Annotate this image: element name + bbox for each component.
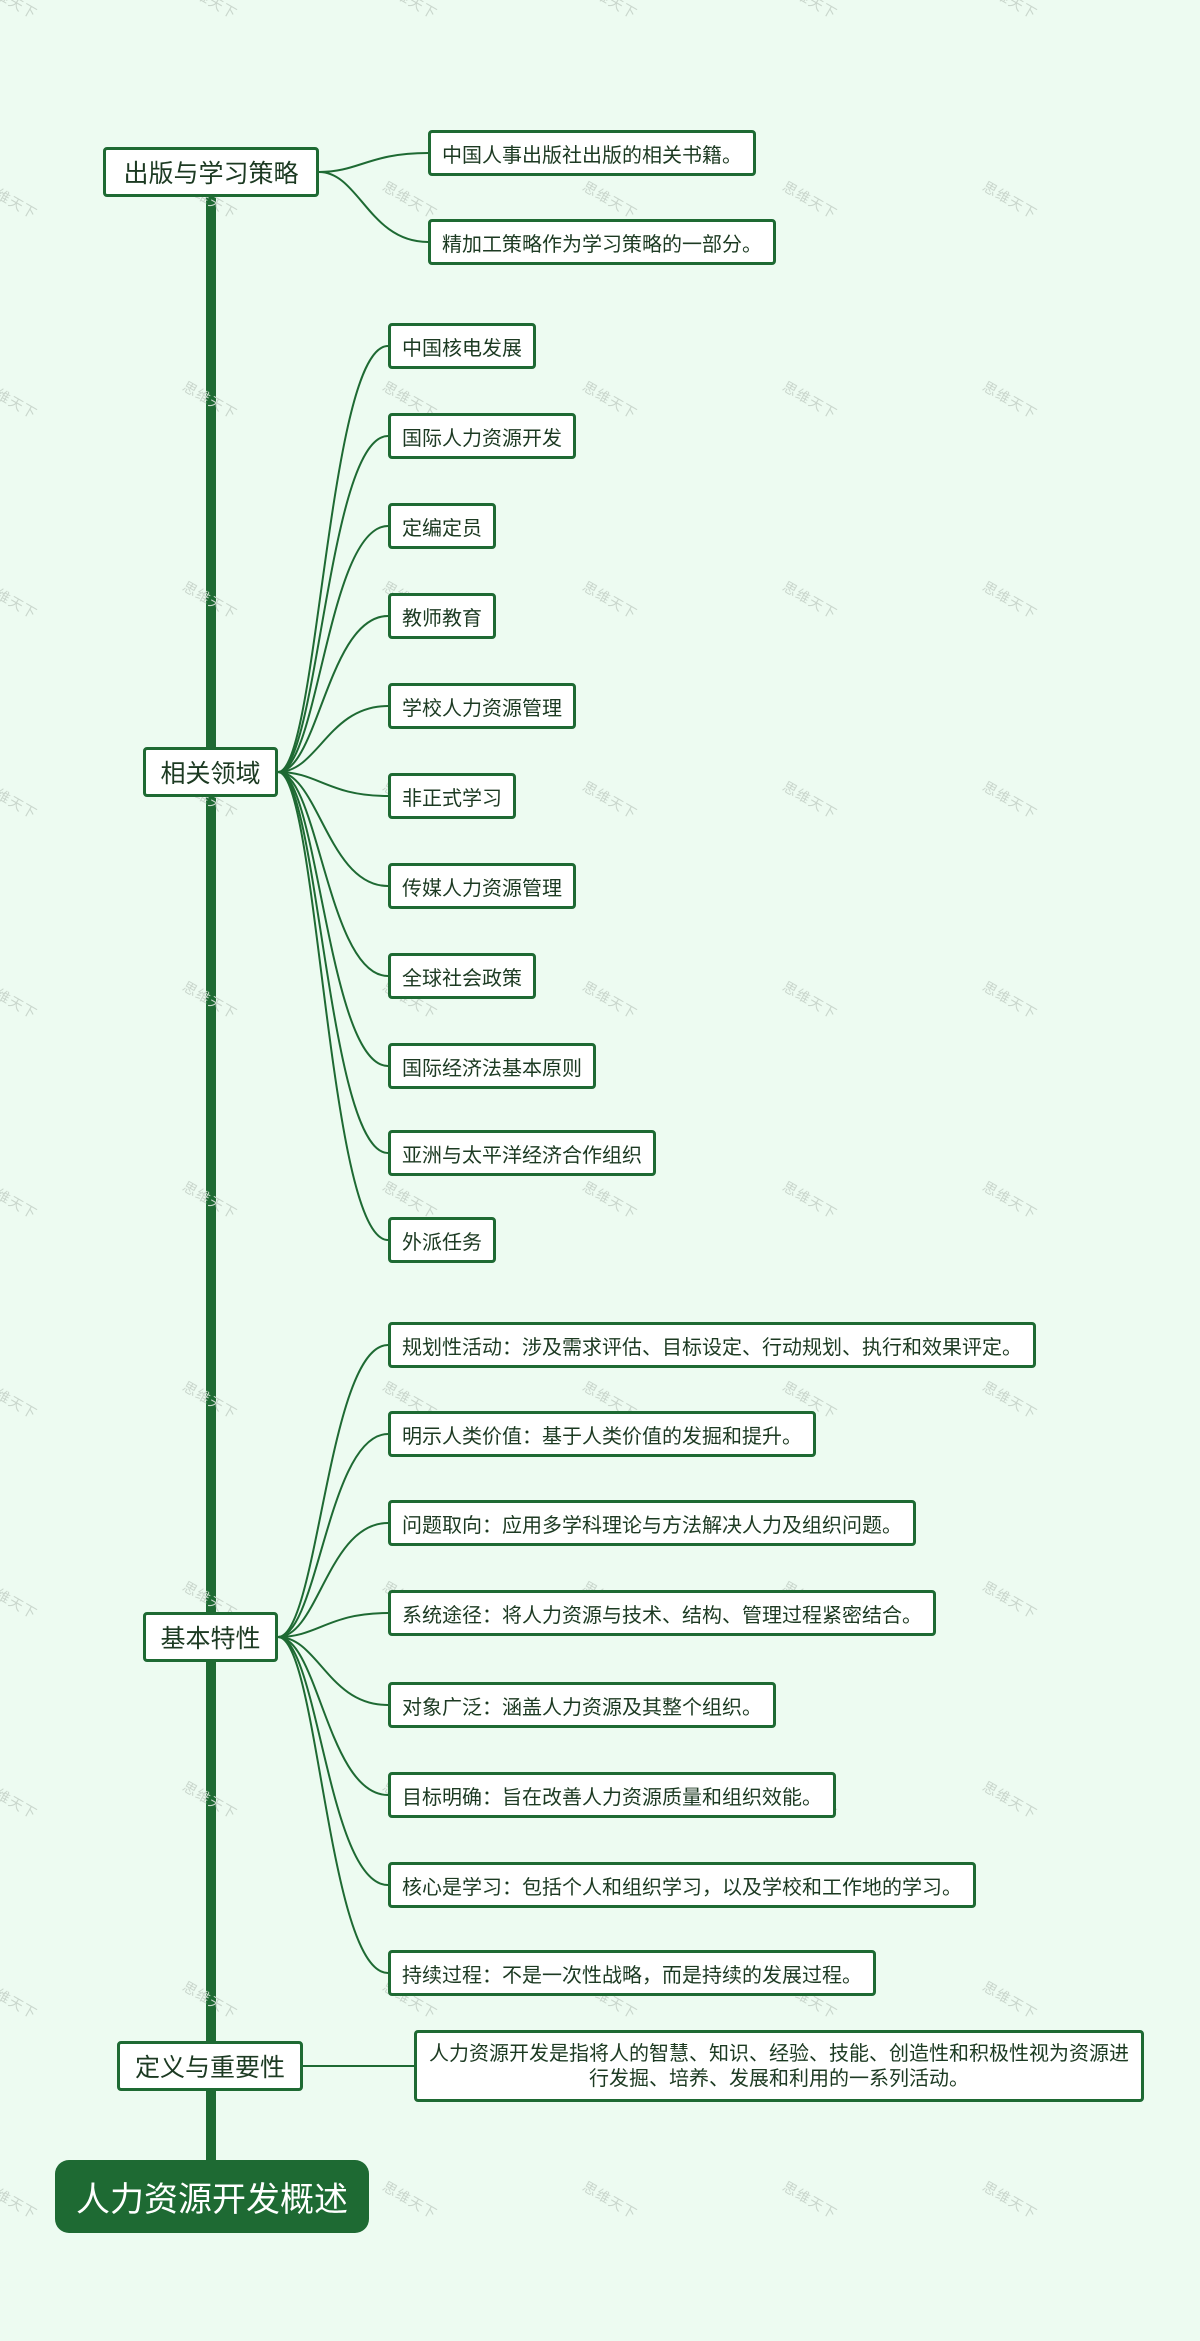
leaf-node[interactable]: 传媒人力资源管理 — [388, 863, 576, 909]
leaf-node[interactable]: 学校人力资源管理 — [388, 683, 576, 729]
branch-node[interactable]: 相关领域 — [143, 747, 278, 797]
connector-line — [277, 771, 389, 1241]
leaf-node[interactable]: 明示人类价值：基于人类价值的发掘和提升。 — [388, 1411, 816, 1457]
connector-line — [277, 705, 389, 773]
branch-node[interactable]: 出版与学习策略 — [103, 147, 319, 197]
connector-line — [277, 1612, 389, 1638]
connector-line — [277, 1636, 389, 1706]
leaf-node[interactable]: 定编定员 — [388, 503, 496, 549]
connector-line — [277, 345, 389, 773]
leaf-node[interactable]: 规划性活动：涉及需求评估、目标设定、行动规划、执行和效果评定。 — [388, 1322, 1036, 1368]
connector-line — [318, 152, 429, 173]
leaf-node[interactable]: 中国核电发展 — [388, 323, 536, 369]
branch-node[interactable]: 定义与重要性 — [117, 2041, 303, 2091]
leaf-node[interactable]: 中国人事出版社出版的相关书籍。 — [428, 130, 756, 176]
leaf-node[interactable]: 精加工策略作为学习策略的一部分。 — [428, 219, 776, 265]
connector-line — [277, 1522, 389, 1638]
connector-line — [277, 435, 389, 773]
leaf-node[interactable]: 核心是学习：包括个人和组织学习，以及学校和工作地的学习。 — [388, 1862, 976, 1908]
connector-line — [277, 771, 389, 1154]
connector-line — [318, 171, 429, 243]
branch-node[interactable]: 基本特性 — [143, 1612, 278, 1662]
leaf-node[interactable]: 目标明确：旨在改善人力资源质量和组织效能。 — [388, 1772, 836, 1818]
leaf-node[interactable]: 持续过程：不是一次性战略，而是持续的发展过程。 — [388, 1950, 876, 1996]
connector-line — [277, 771, 389, 977]
connector-line — [277, 1636, 389, 1796]
connector-line — [277, 615, 389, 773]
leaf-node[interactable]: 问题取向：应用多学科理论与方法解决人力及组织问题。 — [388, 1500, 916, 1546]
connector-line — [277, 525, 389, 773]
leaf-node[interactable]: 外派任务 — [388, 1217, 496, 1263]
leaf-node[interactable]: 人力资源开发是指将人的智慧、知识、经验、技能、创造性和积极性视为资源进行发掘、培… — [414, 2030, 1144, 2102]
connector-line — [277, 1636, 389, 1974]
connector-line — [277, 1636, 389, 1886]
leaf-node[interactable]: 非正式学习 — [388, 773, 516, 819]
leaf-node[interactable]: 全球社会政策 — [388, 953, 536, 999]
leaf-node[interactable]: 对象广泛：涵盖人力资源及其整个组织。 — [388, 1682, 776, 1728]
leaf-node[interactable]: 系统途径：将人力资源与技术、结构、管理过程紧密结合。 — [388, 1590, 936, 1636]
connector-line — [277, 1344, 389, 1638]
root-node[interactable]: 人力资源开发概述 — [55, 2160, 369, 2233]
connector-line — [277, 1433, 389, 1638]
leaf-node[interactable]: 教师教育 — [388, 593, 496, 639]
leaf-node[interactable]: 亚洲与太平洋经济合作组织 — [388, 1130, 656, 1176]
connector-line — [277, 771, 389, 1067]
connector-line — [277, 771, 389, 797]
leaf-node[interactable]: 国际经济法基本原则 — [388, 1043, 596, 1089]
leaf-node[interactable]: 国际人力资源开发 — [388, 413, 576, 459]
connector-line — [277, 771, 389, 887]
